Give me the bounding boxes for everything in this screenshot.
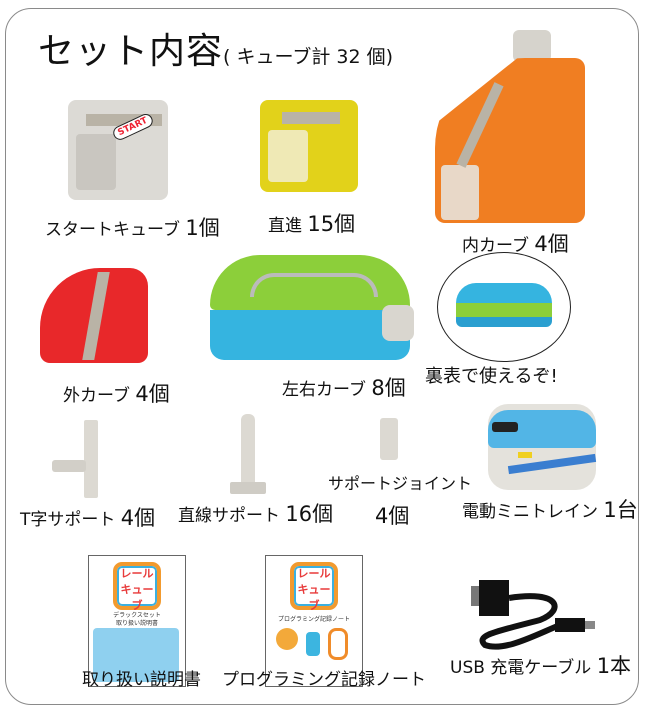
- callout-text: 裏表で使えるぞ!: [425, 366, 558, 387]
- rail-cube-logo: レール キューブ: [290, 562, 338, 612]
- t-support-image: [48, 420, 108, 500]
- start-cube-image: START: [68, 100, 168, 200]
- item-usb-cable: USB 充電ケーブル 1本: [450, 654, 632, 678]
- straight-cube-image: [260, 100, 358, 192]
- straight-support-image: [228, 414, 268, 496]
- item-support-joint: サポートジョイント: [328, 474, 473, 493]
- page-title: セット内容( キューブ計 32 個): [38, 31, 393, 72]
- mini-train-image: [488, 404, 597, 490]
- left-right-curve-image: [210, 255, 420, 365]
- inner-curve-image: [435, 30, 585, 225]
- item-straight-support: 直線サポート 16個: [178, 502, 334, 526]
- item-outer-curve: 外カーブ 4個: [63, 382, 170, 406]
- item-start-cube: スタートキューブ 1個: [45, 216, 220, 240]
- item-support-joint-count: 4個: [375, 504, 410, 528]
- item-inner-curve: 内カーブ 4個: [462, 232, 569, 256]
- usb-cable-image: [471, 580, 595, 650]
- item-mini-train: 電動ミニトレイン 1台: [462, 498, 638, 522]
- flip-callout-bubble: [437, 252, 571, 362]
- item-left-right-curve: 左右カーブ 8個: [282, 376, 406, 400]
- contents-frame: [5, 8, 639, 705]
- item-straight: 直進 15個: [268, 212, 356, 236]
- item-programming-notebook: プログラミング記録ノート: [222, 670, 426, 690]
- programming-notebook-image: レール キューブ プログラミング記録ノート: [265, 555, 363, 687]
- rail-cube-logo: レール キューブ: [113, 562, 161, 612]
- item-manual: 取り扱い説明書: [82, 670, 201, 690]
- item-t-support: T字サポート 4個: [20, 506, 156, 530]
- manual-booklet-image: レール キューブ デラックスセット 取り扱い説明書: [88, 555, 186, 687]
- outer-curve-image: [40, 268, 148, 363]
- support-joint-image: [380, 418, 398, 460]
